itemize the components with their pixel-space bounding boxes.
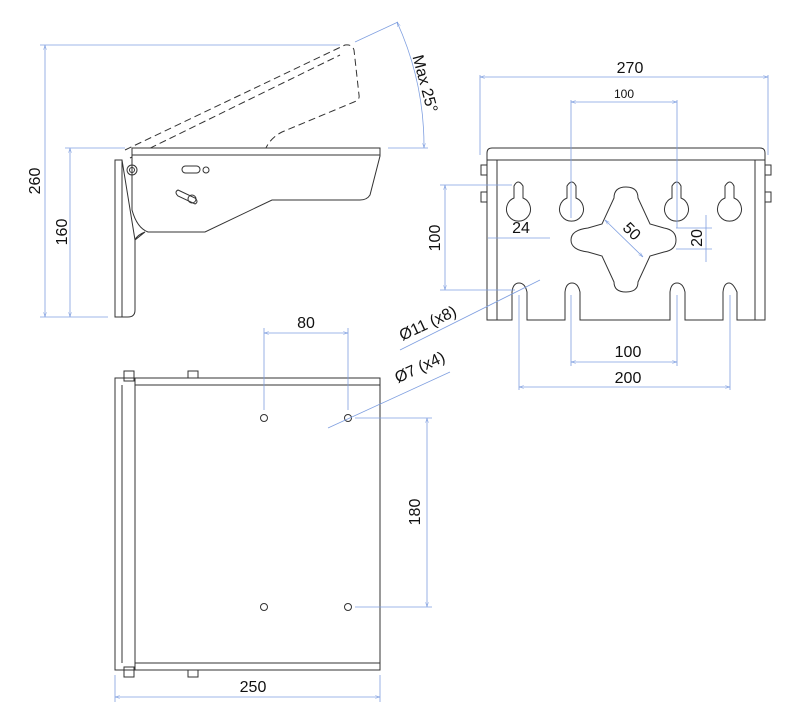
hinge-bolt-icon	[126, 164, 138, 176]
locking-knob-icon	[187, 194, 197, 204]
hole-label: Ø7 (x4)	[392, 349, 448, 387]
slot-hole-label: Ø11 (x8)	[397, 303, 460, 344]
mounting-holes	[260, 414, 352, 611]
side-view: 260 160 Max 25°	[27, 22, 441, 318]
dim-100-bottom: 100	[615, 344, 642, 361]
dim-180: 180	[407, 499, 424, 526]
dim-100-top: 100	[614, 87, 634, 101]
dim-20: 20	[689, 229, 706, 247]
dim-270: 270	[617, 60, 644, 77]
adjustment-slot	[181, 165, 201, 174]
dim-200: 200	[615, 370, 642, 387]
dim-250: 250	[240, 679, 267, 696]
front-view: 270 100 100 24 50 20 100 200 Ø11 (x8)	[397, 60, 772, 390]
dim-260: 260	[27, 168, 44, 195]
top-plate	[114, 377, 381, 671]
cross-cutout	[570, 186, 677, 293]
tilt-angle-label: Max 25°	[409, 53, 441, 114]
dim-24: 24	[512, 220, 530, 237]
bracket-arm	[131, 147, 381, 233]
dim-80: 80	[297, 315, 315, 332]
top-view: 80 180 250 Ø7 (x4)	[114, 315, 451, 702]
dim-160: 160	[54, 219, 71, 246]
dim-100-left: 100	[427, 225, 444, 252]
